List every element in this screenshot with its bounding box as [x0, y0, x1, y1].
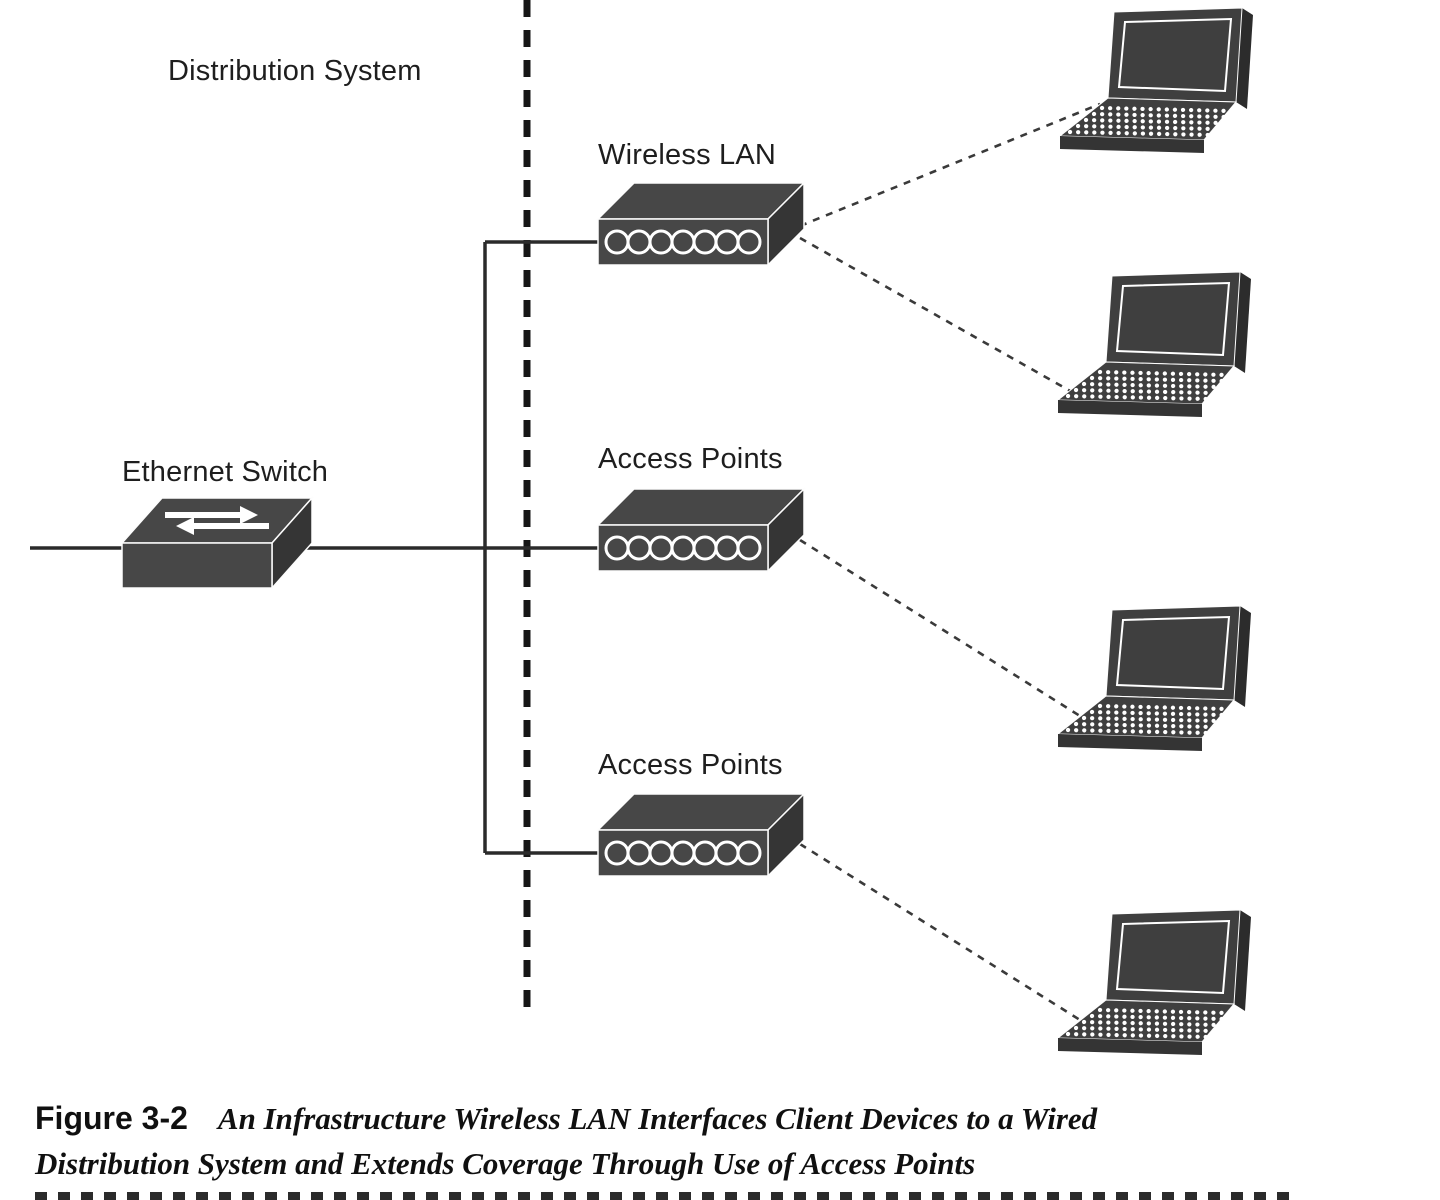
- access-point-3-icon: [596, 792, 806, 878]
- wireless-links: [799, 102, 1101, 1022]
- access-points-bottom-label: Access Points: [598, 749, 783, 781]
- ethernet-switch-label: Ethernet Switch: [122, 456, 329, 488]
- distribution-system-label: Distribution System: [168, 55, 422, 87]
- figure-caption: Figure 3-2 An Infrastructure Wireless LAN…: [35, 1096, 1430, 1186]
- wired-links: [30, 240, 598, 855]
- caption-line2: Distribution System and Extends Coverage…: [35, 1146, 976, 1181]
- laptop-2-icon: [1058, 272, 1251, 417]
- caption-line1: An Infrastructure Wireless LAN Interface…: [217, 1101, 1098, 1136]
- wireless-link-ap2-laptop3: [799, 538, 1081, 718]
- switch-arrows-icon: [165, 506, 269, 535]
- access-points-middle-label: Access Points: [598, 443, 783, 475]
- figure-number: Figure 3-2: [35, 1100, 188, 1136]
- access-point-2-icon: [596, 487, 806, 573]
- laptop-4-icon: [1058, 910, 1251, 1055]
- wireless-link-ap3-laptop4: [799, 842, 1081, 1022]
- wireless-lan-ap-icon: [596, 181, 806, 267]
- wireless-link-ap1-laptop2: [799, 236, 1073, 394]
- wireless-lan-label: Wireless LAN: [598, 139, 777, 171]
- laptop-1-icon: [1060, 8, 1253, 153]
- laptop-3-icon: [1058, 606, 1251, 751]
- wireless-link-ap1-laptop1: [799, 102, 1101, 228]
- ethernet-switch-icon: [120, 496, 314, 590]
